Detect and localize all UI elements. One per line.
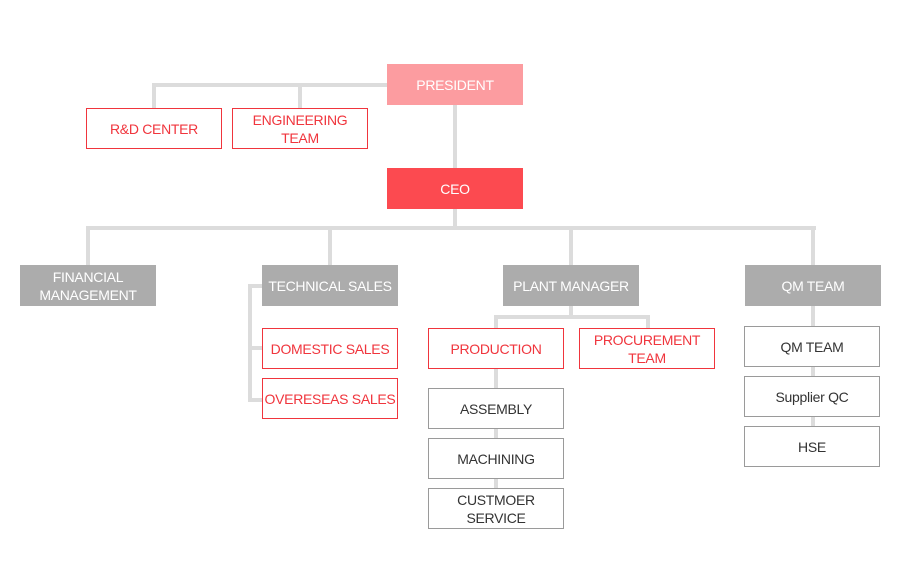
engineering-team-box: ENGINEERING TEAM: [232, 108, 368, 149]
technical-sales-box: TECHNICAL SALES: [262, 265, 398, 306]
assembly-box: ASSEMBLY: [428, 388, 564, 429]
ceo-box: CEO: [387, 168, 523, 209]
connector-line: [811, 226, 815, 266]
procurement-team-box: PROCUREMENT TEAM: [579, 328, 715, 369]
connector-line: [569, 226, 573, 266]
domestic-sales-box: DOMESTIC SALES: [262, 328, 398, 369]
connector-line: [569, 304, 573, 318]
plant-manager-box: PLANT MANAGER: [503, 265, 639, 306]
qm-team-department-box: QM TEAM: [745, 265, 881, 306]
connector-line: [494, 315, 498, 329]
supplier-qc-box: Supplier QC: [744, 376, 880, 417]
connector-line: [494, 315, 650, 319]
connector-line: [328, 226, 332, 266]
connector-line: [152, 83, 156, 109]
financial-management-box: FINANCIAL MANAGEMENT: [20, 265, 156, 306]
machining-box: MACHINING: [428, 438, 564, 479]
rd-center-box: R&D CENTER: [86, 108, 222, 149]
production-box: PRODUCTION: [428, 328, 564, 369]
connector-line: [86, 226, 816, 230]
connector-line: [298, 83, 302, 109]
connector-line: [248, 284, 252, 402]
connector-line: [646, 315, 650, 329]
connector-line: [453, 104, 457, 168]
connector-line: [86, 226, 90, 266]
connector-line: [152, 83, 388, 87]
qm-team-unit-box: QM TEAM: [744, 326, 880, 367]
connector-line: [248, 346, 264, 350]
customer-service-box: CUSTMOER SERVICE: [428, 488, 564, 529]
president-box: PRESIDENT: [387, 64, 523, 105]
overseas-sales-box: OVERESEAS SALES: [262, 378, 398, 419]
connector-line: [248, 284, 264, 288]
connector-line: [453, 208, 457, 228]
hse-box: HSE: [744, 426, 880, 467]
connector-line: [494, 368, 498, 490]
connector-line: [248, 398, 264, 402]
